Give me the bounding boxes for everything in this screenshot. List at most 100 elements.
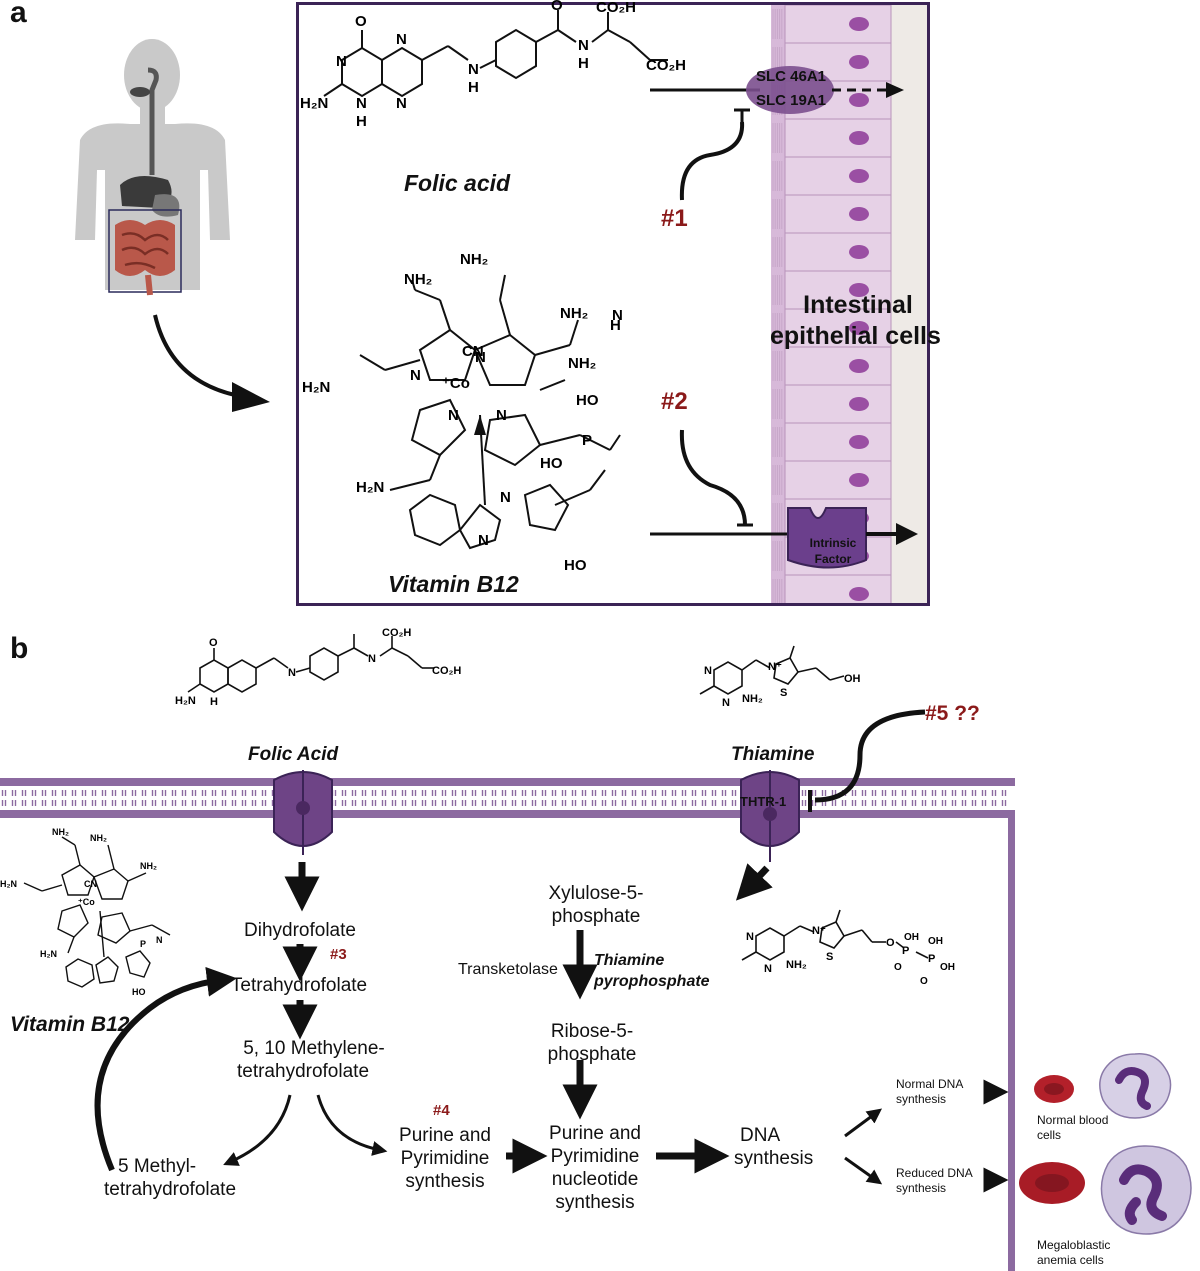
lipid-head	[340, 778, 348, 786]
lipid-head	[910, 810, 918, 818]
lipid-head	[130, 778, 138, 786]
dna-line1: DNA	[740, 1125, 781, 1146]
svg-text:NH₂: NH₂	[560, 305, 588, 322]
lipid-head	[180, 778, 188, 786]
lipid-head	[30, 810, 38, 818]
lipid-head	[960, 810, 968, 818]
megaloblastic-white-cell	[1100, 1145, 1192, 1235]
lipid-head	[690, 810, 698, 818]
lipid-head	[240, 778, 248, 786]
lipid-head	[540, 778, 548, 786]
lipid-head	[370, 810, 378, 818]
lipid-head	[670, 778, 678, 786]
lipid-head	[680, 778, 688, 786]
lipid-head	[950, 778, 958, 786]
normal-dna-line1: Normal DNA	[896, 1077, 964, 1091]
lipid-head	[590, 810, 598, 818]
svg-text:N: N	[368, 653, 376, 665]
lipid-head	[60, 810, 68, 818]
svg-text:CO₂H: CO₂H	[432, 665, 461, 677]
lipid-head	[10, 810, 18, 818]
cell-nucleus	[849, 17, 869, 31]
lipid-head	[190, 778, 198, 786]
epithelium-label-line1: Intestinal	[803, 291, 913, 319]
lipid-head	[580, 810, 588, 818]
lipid-head	[490, 810, 498, 818]
cell-nucleus	[849, 283, 869, 297]
lipid-head	[720, 810, 728, 818]
svg-text:NH₂: NH₂	[786, 959, 807, 971]
lipid-head	[650, 778, 658, 786]
svg-text:NH₂: NH₂	[460, 251, 488, 268]
svg-text:N: N	[356, 95, 367, 112]
vitamin-b12-structure-a: NH₂ NH₂ NH₂ H₂N NH₂ H₂N CN ⁺Co N N N N H…	[302, 251, 623, 574]
svg-text:N: N	[448, 407, 459, 424]
methylene-thf-label: 5, 10 Methylene- tetrahydrofolate	[224, 1037, 404, 1083]
lipid-head	[480, 778, 488, 786]
folic-acid-label-b: Folic Acid	[248, 744, 339, 765]
lipid-head	[250, 778, 258, 786]
lipid-head	[870, 778, 878, 786]
svg-text:HO: HO	[540, 455, 563, 472]
lipid-head	[400, 778, 408, 786]
svg-text:N: N	[156, 935, 163, 945]
lipid-head	[420, 810, 428, 818]
svg-text:H: H	[610, 317, 621, 334]
lipid-head	[0, 778, 8, 786]
svg-text:CN: CN	[462, 343, 484, 360]
lipid-head	[1000, 810, 1008, 818]
lipid-head	[730, 778, 738, 786]
lipid-head	[1000, 778, 1008, 786]
reduced-dna-label: Reduced DNA synthesis	[896, 1166, 973, 1196]
lipid-head	[40, 778, 48, 786]
ribose-label: Ribose-5- phosphate	[532, 1020, 652, 1066]
svg-text:N: N	[336, 53, 347, 70]
purine-synthesis-label: Purine and Pyrimidine synthesis	[386, 1124, 504, 1193]
lipid-head	[710, 810, 718, 818]
epithelium-label: Intestinal epithelial cells	[770, 290, 941, 352]
lipid-head	[730, 810, 738, 818]
purine-line3: synthesis	[405, 1171, 485, 1192]
svg-text:N: N	[722, 697, 730, 709]
panel-a-letter: a	[10, 0, 27, 29]
lipid-head	[260, 810, 268, 818]
lipid-head	[110, 810, 118, 818]
lipid-head	[930, 778, 938, 786]
ribose-line2: phosphate	[547, 1044, 637, 1065]
lipid-head	[340, 810, 348, 818]
cell-nucleus	[849, 207, 869, 221]
svg-text:N: N	[500, 489, 511, 506]
lipid-head	[900, 778, 908, 786]
lipid-head	[630, 810, 638, 818]
xylulose-label: Xylulose-5- phosphate	[536, 882, 656, 928]
normal-rbc	[1034, 1075, 1074, 1103]
lipid-head	[510, 778, 518, 786]
lipid-head	[860, 810, 868, 818]
lipid-head	[380, 810, 388, 818]
intrinsic-factor-label: Intrinsic Factor	[794, 535, 872, 567]
lipid-head	[620, 778, 628, 786]
normal-dna-line2: synthesis	[896, 1092, 947, 1106]
lipid-head	[120, 810, 128, 818]
lipid-head	[90, 778, 98, 786]
lipid-head	[700, 810, 708, 818]
lipid-head	[180, 810, 188, 818]
tpp-label: Thiamine pyrophosphate	[594, 950, 710, 992]
lipid-head	[830, 810, 838, 818]
reduced-dna-line2: synthesis	[896, 1181, 947, 1195]
marker-3: #3	[330, 946, 347, 963]
xylulose-line1: Xylulose-5-	[548, 883, 644, 904]
svg-text:P: P	[928, 953, 935, 965]
lipid-head	[410, 778, 418, 786]
folic-acid-structure-a: O N N N N H H₂N N H O N H CO₂H CO₂H	[300, 0, 686, 130]
svg-text:NH₂: NH₂	[568, 355, 596, 372]
svg-text:NH₂: NH₂	[404, 271, 432, 288]
nucleotide-line1: Purine and	[549, 1123, 641, 1144]
lipid-head	[570, 810, 578, 818]
cell-nucleus	[849, 397, 869, 411]
lipid-head	[420, 778, 428, 786]
svg-text:H₂N: H₂N	[0, 879, 17, 889]
normal-cells-line1: Normal blood	[1037, 1113, 1109, 1127]
lipid-head	[540, 810, 548, 818]
lipid-head	[600, 810, 608, 818]
